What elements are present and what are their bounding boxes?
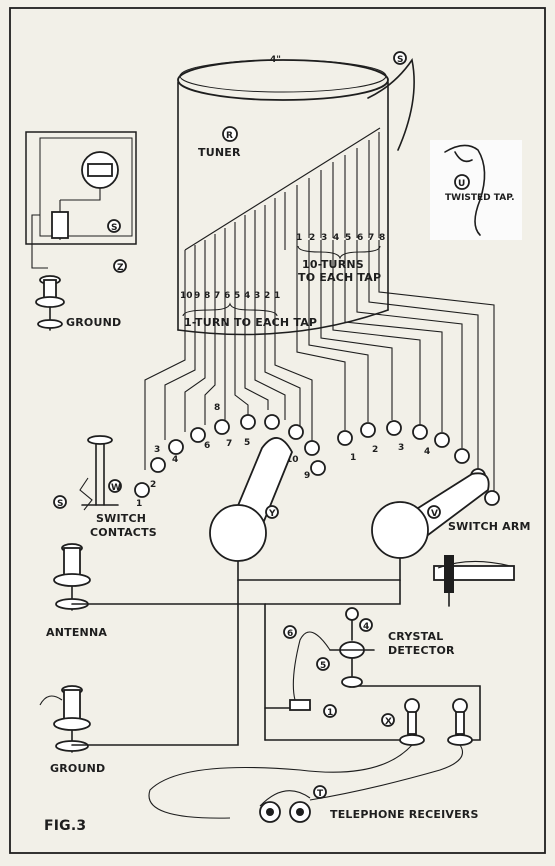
- tap-num-6: 6: [224, 291, 230, 301]
- detector-marker-1: 1: [327, 708, 333, 718]
- ten-turns-line2: TO EACH TAP: [298, 271, 381, 284]
- one-turn-brace: [182, 302, 278, 317]
- twisted-tap-label: TWISTED TAP.: [445, 193, 515, 203]
- arm-left-marker: Y: [268, 509, 276, 519]
- detector-marker-4: 4: [363, 622, 369, 632]
- ten-turns-brace: [297, 245, 381, 260]
- tuner-mark-circle: [222, 126, 238, 142]
- left-contact-num-3: 3: [154, 445, 160, 455]
- inset-inner-marker: S: [111, 223, 117, 233]
- left-contact-num-4: 4: [172, 455, 178, 465]
- right-contact-num-2: 2: [372, 445, 378, 455]
- crystal-detector: 4 5 6 1: [283, 607, 375, 718]
- switch-arm-label: SWITCH ARM: [448, 520, 531, 533]
- tap-num-1: 1: [274, 291, 280, 301]
- ground-terminal-bottom: [39, 685, 91, 753]
- switch-arm-right: V: [371, 472, 490, 559]
- right-contact-num-3: 3: [398, 443, 404, 453]
- tap-num-8: 8: [204, 291, 210, 301]
- left-contact-num-8: 8: [214, 403, 220, 413]
- figure-border: [9, 7, 546, 854]
- switch-contacts-line2: CONTACTS: [90, 526, 157, 539]
- telephone-receivers-label: TELEPHONE RECEIVERS: [330, 808, 479, 821]
- detector-marker-6: 6: [287, 629, 293, 639]
- top-lead-wire: [367, 57, 415, 151]
- twisted-mark: U: [458, 179, 465, 189]
- detector-marker-5: 5: [320, 661, 326, 671]
- phones-t-marker: T: [317, 789, 324, 799]
- tap-num-4: 4: [244, 291, 250, 301]
- ten-tap-3: 3: [321, 233, 327, 243]
- ten-tap-4: 4: [333, 233, 339, 243]
- left-contact-num-7: 7: [226, 439, 232, 449]
- tap-num-3: 3: [254, 291, 260, 301]
- marker-top-right: S: [397, 55, 403, 65]
- figure-label: FIG.3: [44, 818, 86, 834]
- coil-tap-lines: [184, 127, 381, 312]
- tap-num-9: 9: [194, 291, 200, 301]
- right-contact-num-4: 4: [424, 447, 430, 457]
- tuner-label: TUNER: [198, 146, 241, 159]
- one-turn-label: 1-TURN TO EACH TAP: [184, 316, 317, 329]
- ten-tap-6: 6: [357, 233, 363, 243]
- left-contact-num-5: 5: [244, 438, 250, 448]
- ground-terminal-top: [35, 275, 65, 331]
- ten-tap-7: 7: [368, 233, 374, 243]
- tap-num-5: 5: [234, 291, 240, 301]
- tap-numbers-ten-turns: 1 2 3 4 5 6 7 8: [296, 233, 385, 243]
- ground-top-label: GROUND: [66, 316, 121, 329]
- tap-num-7: 7: [214, 291, 220, 301]
- right-contact-num-1: 1: [350, 453, 356, 463]
- inset-box: S Z: [25, 131, 137, 273]
- arm-right-marker: V: [431, 509, 438, 519]
- left-contact-num-9: 9: [304, 471, 310, 481]
- left-contact-num-1: 1: [136, 499, 142, 509]
- tap-numbers-one-turn: 10 9 8 7 6 5 4 3 2 1: [180, 291, 280, 301]
- tuner-mark: R: [226, 131, 233, 141]
- marker-circle-top: [393, 51, 407, 65]
- crystal-detector-line1: CRYSTAL: [388, 630, 443, 643]
- antenna-label: ANTENNA: [46, 626, 107, 639]
- left-contact-num-10: 10: [286, 455, 299, 465]
- tuner-coil: 4": [177, 55, 389, 336]
- left-contacts: 2 4 6 5 10 3 7 8 9 1: [134, 403, 326, 509]
- left-contact-num-6: 6: [204, 441, 210, 451]
- switch-contact-detail: S W: [53, 435, 122, 511]
- right-tap-leads: [296, 240, 495, 492]
- tap-num-2: 2: [264, 291, 270, 301]
- telephone-receivers: T: [148, 744, 464, 823]
- ground-bottom-label: GROUND: [50, 762, 105, 775]
- ten-tap-5: 5: [345, 233, 351, 243]
- phone-terminals: X: [381, 698, 473, 746]
- switch-arm-left: Y: [209, 437, 293, 562]
- switch-s-marker: S: [57, 499, 63, 509]
- tap-num-10: 10: [180, 291, 193, 301]
- ten-tap-8: 8: [379, 233, 385, 243]
- phones-x-marker: X: [385, 717, 392, 727]
- twisted-tap-inset: U TWISTED TAP.: [430, 140, 522, 240]
- crystal-detector-line2: DETECTOR: [388, 644, 455, 657]
- switch-contacts-line1: SWITCH: [96, 512, 146, 525]
- contact-side-detail: [433, 555, 515, 607]
- inset-box-marker: Z: [117, 263, 124, 273]
- left-tap-leads: [144, 312, 313, 470]
- coil-size-label: 4": [270, 55, 281, 65]
- left-contact-num-2: 2: [150, 480, 156, 490]
- switch-w-marker: W: [111, 483, 121, 493]
- antenna-terminal: [53, 543, 91, 611]
- ten-tap-1: 1: [296, 233, 302, 243]
- ten-tap-2: 2: [309, 233, 315, 243]
- right-contacts: 1 2 3 4: [337, 420, 500, 506]
